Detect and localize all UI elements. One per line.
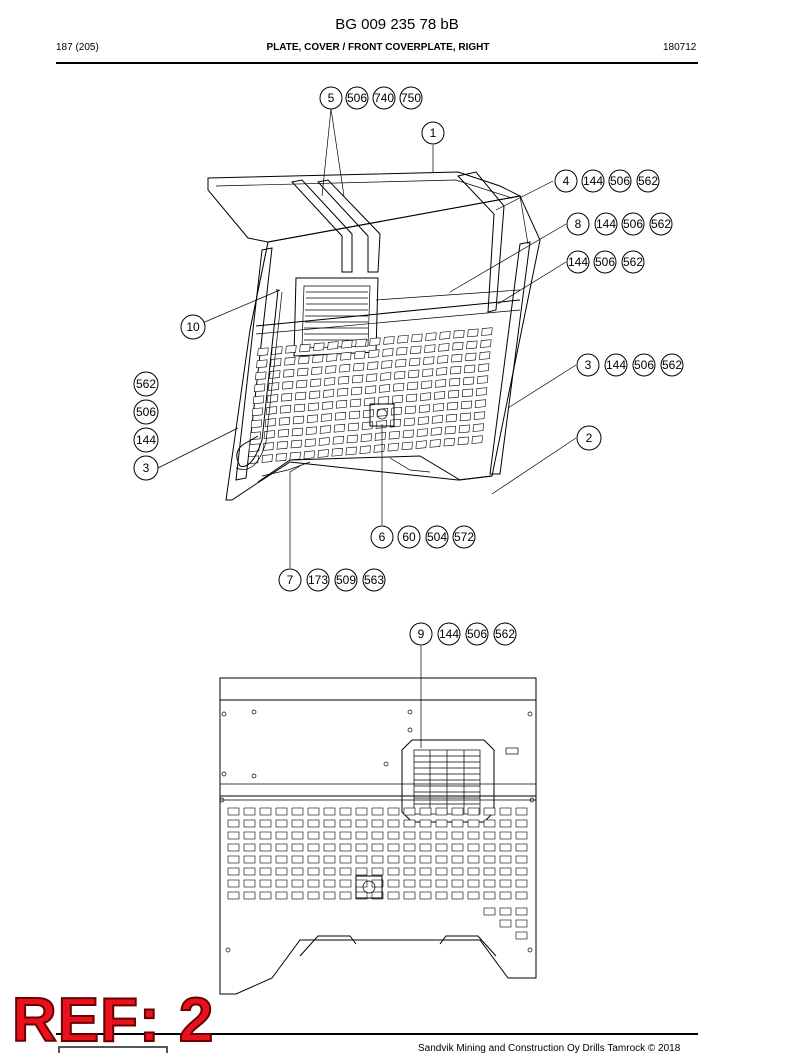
callout-text: 506 bbox=[347, 91, 367, 105]
callout-text: 8 bbox=[575, 217, 582, 231]
upper-view-drawing bbox=[207, 171, 541, 501]
callout-text: 173 bbox=[308, 573, 328, 587]
page-title: PLATE, COVER / FRONT COVERPLATE, RIGHT bbox=[266, 42, 490, 53]
callout-text: 60 bbox=[402, 530, 416, 544]
callout-text: 562 bbox=[623, 255, 643, 269]
callout-text: 562 bbox=[651, 217, 671, 231]
page-count: 187 (205) bbox=[56, 42, 99, 53]
lower-slot-grid bbox=[227, 807, 528, 940]
callout-group-3-left: 562 506 144 3 bbox=[133, 371, 159, 481]
callout-text: 509 bbox=[336, 573, 356, 587]
callout-text: 572 bbox=[454, 530, 474, 544]
footer-rule bbox=[56, 1033, 698, 1035]
callout-text: 562 bbox=[638, 174, 658, 188]
lower-view-drawing bbox=[219, 677, 537, 995]
callout-text: 506 bbox=[610, 174, 630, 188]
upper-grille-lines bbox=[304, 291, 368, 341]
brand-logo-strip bbox=[58, 1046, 168, 1053]
callout-text: 6 bbox=[379, 530, 386, 544]
callout-text: 506 bbox=[595, 255, 615, 269]
header-rule bbox=[56, 62, 698, 64]
callout-text: 5 bbox=[328, 91, 335, 105]
callout-text: 144 bbox=[606, 358, 626, 372]
callout-text: 10 bbox=[186, 320, 200, 334]
callout-text: 562 bbox=[662, 358, 682, 372]
callout-text: 144 bbox=[136, 433, 156, 447]
callout-text: 504 bbox=[427, 530, 447, 544]
callout-group-144: 144 506 562 bbox=[566, 250, 645, 274]
upper-slot-grid bbox=[247, 327, 493, 465]
callout-text: 750 bbox=[401, 91, 421, 105]
callout-text: 144 bbox=[583, 174, 603, 188]
callout-text: 144 bbox=[596, 217, 616, 231]
callout-text: 4 bbox=[563, 174, 570, 188]
callout-text: 144 bbox=[439, 627, 459, 641]
callout-text: 506 bbox=[136, 405, 156, 419]
callout-text: 506 bbox=[467, 627, 487, 641]
callout-group-1: 1 bbox=[421, 121, 445, 145]
callout-text: 740 bbox=[374, 91, 394, 105]
callout-text: 144 bbox=[568, 255, 588, 269]
callout-text: 562 bbox=[136, 377, 156, 391]
callout-text: 562 bbox=[495, 627, 515, 641]
callout-group-9: 9 144 506 562 bbox=[409, 622, 517, 646]
lower-grille-lines bbox=[414, 750, 480, 814]
ref-stamp: REF: 2 bbox=[11, 986, 215, 1055]
callout-text: 7 bbox=[287, 573, 294, 587]
date-code: 180712 bbox=[663, 42, 697, 53]
callout-group-3-right: 3 144 506 562 bbox=[576, 353, 684, 377]
document-number: BG 009 235 78 bB bbox=[335, 16, 459, 33]
callout-text: 1 bbox=[430, 126, 437, 140]
callout-text: 506 bbox=[623, 217, 643, 231]
callout-group-2: 2 bbox=[576, 425, 602, 451]
callout-group-6: 6 60 504 572 bbox=[370, 525, 476, 549]
callout-text: 3 bbox=[143, 461, 150, 475]
callout-group-7: 7 173 509 563 bbox=[278, 568, 386, 592]
callout-group-4: 4 144 506 562 bbox=[554, 169, 660, 193]
callout-text: 9 bbox=[418, 627, 425, 641]
callout-group-5: 5 506 740 750 bbox=[319, 86, 423, 110]
callout-text: 2 bbox=[586, 431, 593, 445]
footer-copyright: Sandvik Mining and Construction Oy Drill… bbox=[418, 1043, 681, 1054]
callout-group-10: 10 bbox=[180, 314, 206, 340]
upper-leaders bbox=[157, 108, 577, 568]
callout-text: 506 bbox=[634, 358, 654, 372]
callout-group-8: 8 144 506 562 bbox=[566, 212, 673, 236]
callout-text: 3 bbox=[585, 358, 592, 372]
callout-text: 563 bbox=[364, 573, 384, 587]
